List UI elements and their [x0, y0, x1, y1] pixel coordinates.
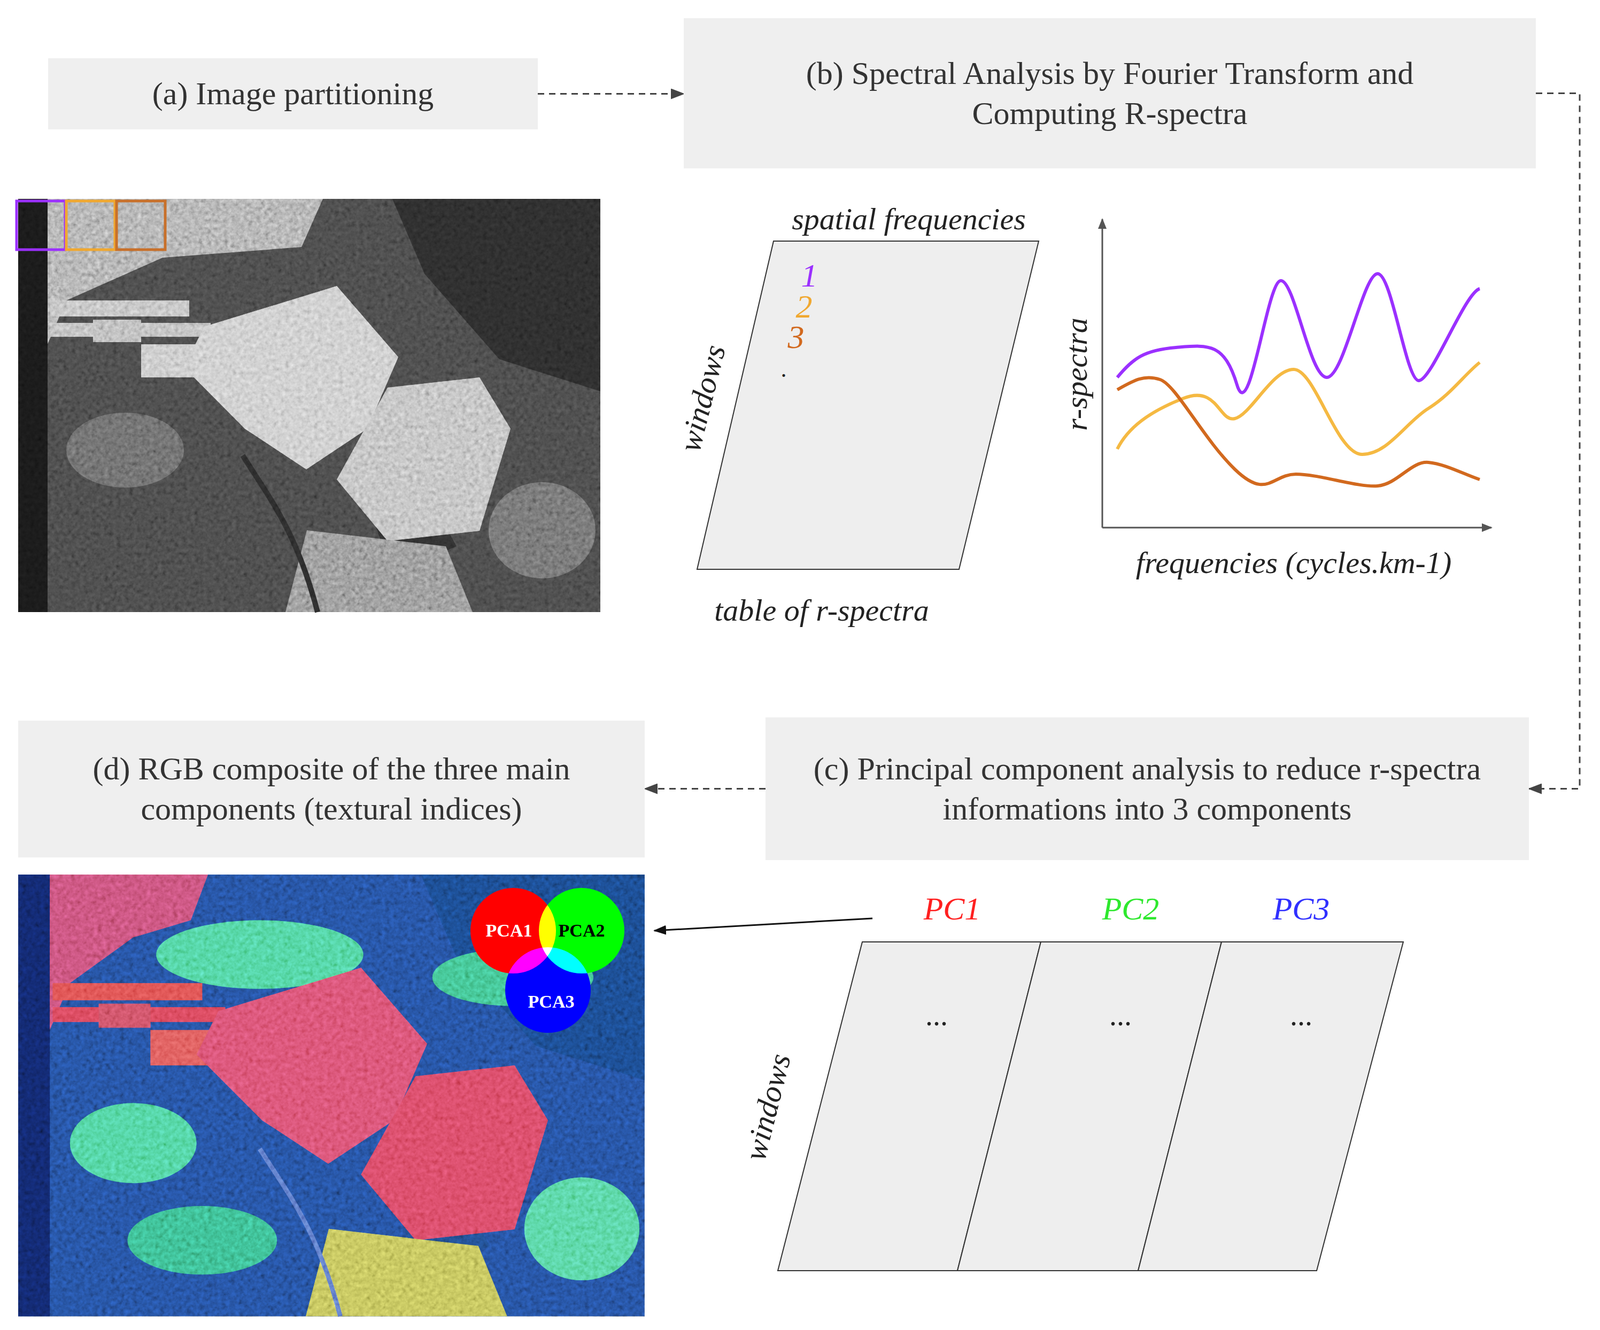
- process-box: (d) RGB composite of the three main comp…: [18, 720, 645, 858]
- box-text: (c) Principal component analysis to redu…: [797, 748, 1497, 830]
- image-texture: [18, 198, 601, 613]
- venn-label: PCA2: [558, 920, 606, 941]
- spectrum-curve: [1117, 273, 1480, 393]
- axis-label: frequencies (cycles.km-1): [1135, 545, 1452, 581]
- panel-text: ...: [925, 999, 948, 1033]
- leader-arrow: [654, 918, 873, 931]
- y-axis: [1101, 219, 1104, 528]
- parallelogram: [1138, 941, 1404, 1271]
- spectrum-curve: [1117, 362, 1480, 455]
- window-square: [116, 201, 166, 250]
- process-box: (c) Principal component analysis to redu…: [765, 717, 1529, 861]
- window-square: [66, 201, 115, 250]
- dashed-connector: [644, 787, 766, 790]
- panel-text: ...: [1289, 999, 1313, 1033]
- process-box: (b) Spectral Analysis by Fourier Transfo…: [683, 18, 1536, 169]
- box-text: (a) Image partitioning: [152, 73, 434, 114]
- rgb-venn: [470, 887, 625, 1033]
- dashed-connector: [1528, 93, 1580, 790]
- dashed-connector: [537, 93, 684, 95]
- panel-text: PC3: [1272, 891, 1331, 927]
- venn-label: PCA1: [485, 920, 533, 941]
- panel-text: ...: [1109, 999, 1132, 1033]
- parallelogram: [697, 241, 1039, 570]
- panel-text: PC1: [923, 891, 981, 927]
- image-texture: [18, 874, 645, 1317]
- process-box: (a) Image partitioning: [48, 58, 538, 130]
- panel-outline: [1138, 941, 1404, 1271]
- satellite-image: [18, 198, 601, 613]
- panel-text: .: [781, 356, 787, 383]
- spectrum-curve: [1117, 377, 1480, 486]
- panel-text: PC2: [1102, 891, 1160, 927]
- venn-label: PCA3: [528, 991, 575, 1012]
- axis-label: r-spectra: [1059, 317, 1094, 431]
- panel-outline: [697, 241, 1039, 570]
- image-ground: [18, 198, 601, 613]
- table-panel: PC3...: [1138, 941, 1404, 1271]
- composite-image: [18, 874, 645, 1317]
- box-text: (d) RGB composite of the three main comp…: [55, 748, 608, 830]
- x-axis: [1102, 527, 1492, 529]
- axis-label: windows: [737, 1050, 798, 1164]
- table-panel: spatial frequencies123.windowstable of r…: [697, 241, 1039, 570]
- venn-circle: [505, 947, 591, 1033]
- panel-text: 1: [801, 257, 818, 294]
- panel-text: windows: [672, 341, 732, 455]
- panel-text: table of r-spectra: [714, 593, 930, 628]
- window-square: [16, 201, 66, 250]
- panel-text: 3: [787, 318, 805, 355]
- panel-text: spatial frequencies: [791, 202, 1026, 237]
- box-text: (b) Spectral Analysis by Fourier Transfo…: [731, 53, 1488, 134]
- image-ground: [18, 874, 645, 1317]
